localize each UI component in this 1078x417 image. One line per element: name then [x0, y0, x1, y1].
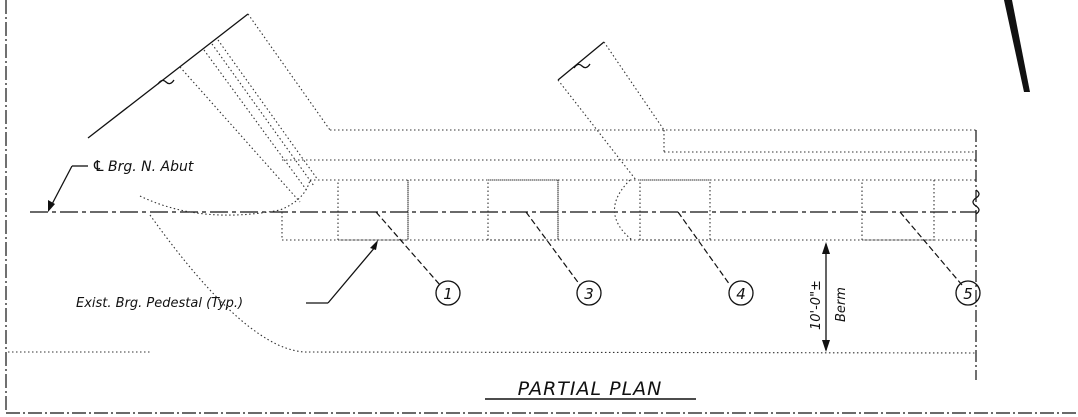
centerline-symbol: ℄	[92, 157, 105, 175]
abut-arrowhead-icon	[48, 200, 55, 212]
callout-4: 4	[728, 280, 754, 306]
skew-dotted-b	[603, 41, 665, 131]
abutment-dotted-3	[203, 49, 309, 193]
callout-1-number: 1	[443, 285, 453, 303]
berm-toe-line	[149, 214, 977, 354]
pedestal-leader-diag	[327, 245, 377, 304]
callout-1: 1	[435, 280, 461, 306]
pedestal-3	[639, 179, 711, 241]
leader-5	[899, 211, 963, 286]
callout-5: 5	[955, 280, 981, 306]
pedestal-1	[337, 179, 409, 241]
north-arrow-icon	[1004, 0, 1030, 92]
skew-solid-line-2	[557, 41, 605, 81]
abutment-solid-line-1	[87, 13, 249, 139]
leader-1	[375, 211, 441, 286]
abutment-dotted-5	[217, 39, 319, 181]
abutment-label: Brg. N. Abut	[108, 159, 194, 175]
break-symbol-abutment	[157, 79, 175, 85]
abutment-dotted-4	[211, 43, 315, 187]
skew-dotted-a	[557, 79, 637, 181]
skew-dotted-arc	[614, 179, 633, 241]
berm-dimension-text: 10'-0"±	[809, 280, 824, 330]
abutment-dotted-curve	[139, 179, 311, 216]
leader-3	[525, 211, 581, 286]
page-title: PARTIAL PLAN	[518, 378, 663, 400]
abut-leader-diag	[49, 165, 73, 209]
berm-arrow-top-icon	[822, 242, 830, 254]
callout-3-number: 3	[584, 285, 594, 303]
berm-label: Berm	[834, 287, 849, 322]
berm-arrow-bottom-icon	[822, 340, 830, 352]
break-symbol-right	[972, 189, 980, 215]
abutment-dotted-2	[179, 66, 301, 203]
leader-4	[677, 211, 731, 286]
abutment-dotted-1	[247, 13, 331, 131]
pedestal-4	[861, 179, 935, 241]
break-symbol-mid	[573, 63, 591, 69]
callout-3: 3	[576, 280, 602, 306]
pedestal-2	[487, 179, 559, 241]
callout-5-number: 5	[963, 285, 973, 303]
pedestal-label: Exist. Brg. Pedestal (Typ.)	[76, 296, 243, 311]
pedestal-arrowhead-icon	[370, 240, 378, 250]
callout-4-number: 4	[736, 285, 746, 303]
